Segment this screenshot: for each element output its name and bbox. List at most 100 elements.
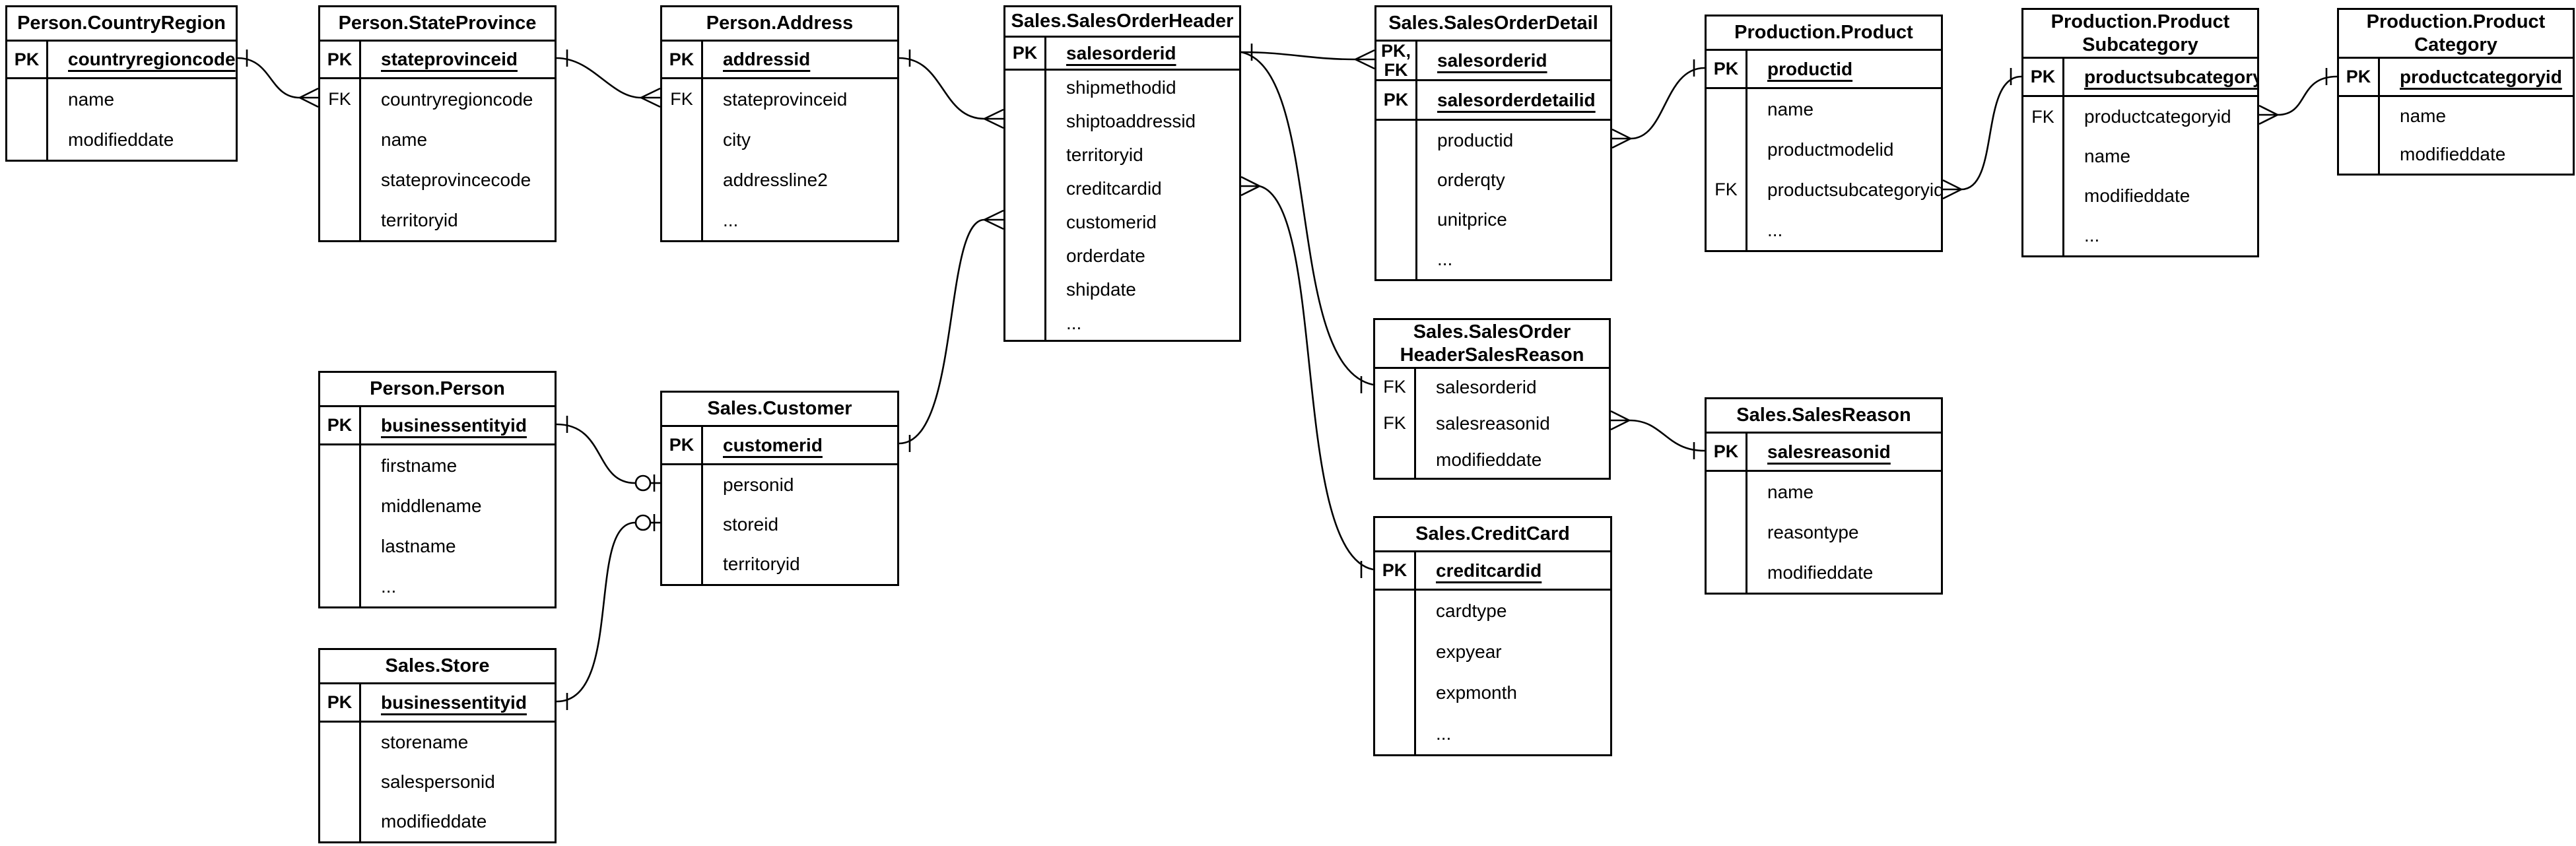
attr-row: productmodelid [1707,129,1941,170]
attr-row: firstname [320,445,555,486]
attribute: modifieddate [1767,562,1874,583]
entity-title: Production.Product Category [2339,10,2573,59]
entity-sales-salesorderdetail[interactable]: Sales.SalesOrderDetail PK, FK salesorder… [1374,5,1612,281]
key-label: FK [1375,405,1416,441]
entity-person-person[interactable]: Person.Person PK businessentityid firstn… [318,371,557,608]
attribute: salesreasonid [1436,412,1550,434]
attribute: businessentityid [381,692,527,713]
connector-person-customer[interactable] [556,416,660,492]
attribute: storeid [723,514,779,535]
key-label [662,465,703,505]
entity-sales-salesorderheadersalesreason[interactable]: Sales.SalesOrder HeaderSalesReason FK sa… [1373,318,1611,480]
connector-creditcard-salesorderheader[interactable] [1240,176,1374,578]
attribute: cardtype [1436,601,1507,621]
attribute: firstname [381,455,458,476]
attribute: name [1767,481,1814,502]
attribute: salespersonid [381,771,495,792]
entity-title: Sales.SalesReason [1707,399,1941,434]
key-label [7,79,48,119]
connector-salesreason-headersalesreason[interactable] [1610,410,1705,459]
attr-row: name [320,119,555,160]
entity-production-productsubcategory[interactable]: Production.Product Subcategory PK produc… [2021,8,2259,257]
connector-address-salesorderheader[interactable] [898,49,1004,129]
key-label [2023,137,2064,176]
attribute: reasontype [1767,521,1859,542]
key-label [1375,441,1416,478]
attr-row: territoryid [1005,138,1239,172]
attribute: modifieddate [2400,144,2506,164]
key-label: PK [7,42,48,77]
entity-production-productcategory[interactable]: Production.Product Category PK productca… [2337,8,2575,176]
connector-salesorderheader-headersalesreason[interactable] [1240,51,1374,393]
entity-production-product[interactable]: Production.Product PK productid name pro… [1705,15,1943,252]
connector-countryregion-stateprovince[interactable] [237,49,319,108]
attr-row: name [7,79,236,119]
key-label [1707,552,1747,593]
connector-stateprovince-address[interactable] [556,49,661,108]
entity-person-countryregion[interactable]: Person.CountryRegion PK countryregioncod… [5,5,238,162]
entity-title: Production.Product [1707,16,1941,51]
fk-row: FK salesreasonid [1375,405,1609,441]
attr-row: addressline2 [662,160,897,200]
entity-person-address[interactable]: Person.Address PK addressid FK stateprov… [660,5,899,242]
attribute: salesorderid [1437,49,1547,71]
attribute: name [381,129,428,150]
connector-customer-salesorderheader[interactable] [898,209,1004,452]
attr-row: ... [662,200,897,240]
entity-sales-store[interactable]: Sales.Store PK businessentityid storenam… [318,648,557,843]
fk-row: FK salesorderid [1375,369,1609,405]
attr-row: ... [2023,216,2257,255]
entity-person-stateprovince[interactable]: Person.StateProvince PK stateprovinceid … [318,5,557,242]
fk-row: FK productcategoryid [2023,97,2257,137]
connector-store-customer[interactable] [556,514,660,710]
key-label [2023,216,2064,255]
attr-row: ... [1707,210,1941,250]
pk-row: PK productid [1707,51,1941,89]
key-label [1375,632,1416,672]
attribute: lastname [381,535,456,556]
attribute: modifieddate [1436,449,1542,470]
attr-row: modifieddate [7,119,236,160]
connector-product-salesorderdetail[interactable] [1611,59,1705,149]
key-label [320,200,361,240]
attr-row: ... [1375,713,1610,754]
entity-title: Sales.CreditCard [1375,518,1610,552]
fk-row: FK countryregioncode [320,79,555,119]
connector-productcategory-productsubcategory[interactable] [2258,68,2338,125]
key-label: FK [1375,369,1416,405]
entity-title: Person.CountryRegion [7,7,236,42]
key-label [1375,591,1416,632]
key-label: FK [662,79,703,119]
pk-row: PK countryregioncode [7,42,236,79]
key-label [1005,205,1046,239]
key-label [1707,512,1747,552]
entity-title: Production.Product Subcategory [2023,10,2257,59]
attribute: countryregioncode [381,88,533,110]
entity-sales-salesreason[interactable]: Sales.SalesReason PK salesreasonid name … [1705,397,1943,595]
pk-row: PK salesorderdetailid [1376,81,1610,121]
key-label [1707,210,1747,250]
attr-row: name [1707,89,1941,129]
key-label: PK, FK [1376,42,1417,79]
key-label [320,526,361,566]
key-label: FK [2023,97,2064,137]
attribute: storename [381,732,469,752]
entity-sales-customer[interactable]: Sales.Customer PK customerid personid st… [660,391,899,586]
entity-sales-creditcard[interactable]: Sales.CreditCard PK creditcardid cardtyp… [1373,516,1612,756]
key-label [1375,672,1416,713]
entity-sales-salesorderheader[interactable]: Sales.SalesOrderHeader PK salesorderid s… [1003,5,1241,342]
key-label [1005,104,1046,138]
attribute: orderdate [1066,245,1145,266]
attribute: countryregioncode [68,49,236,69]
pk-row: PK salesorderid [1005,38,1239,71]
key-label [1376,121,1417,160]
attribute: name [1767,98,1814,119]
key-label: FK [320,79,361,119]
connector-productsubcategory-product[interactable] [1942,68,2022,200]
attr-row: stateprovincecode [320,160,555,200]
connector-salesorderheader-salesorderdetail[interactable] [1240,44,1375,70]
key-label [662,505,703,544]
attribute: city [723,129,751,150]
attribute: ... [2084,225,2100,245]
